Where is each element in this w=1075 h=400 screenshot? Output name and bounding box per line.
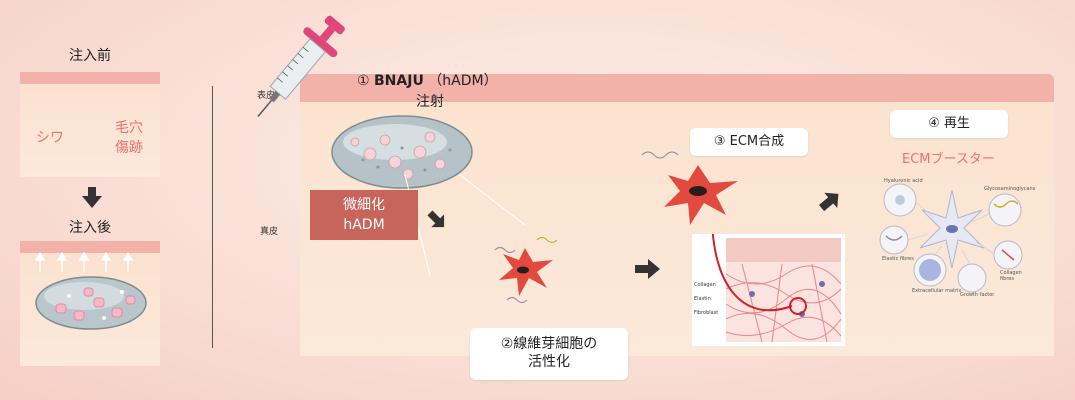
syringe-icon bbox=[255, 12, 380, 136]
fibroblast-cell-icon bbox=[485, 230, 565, 314]
micronized-hadm-box: 微細化 hADM bbox=[310, 190, 418, 240]
after-title: 注入後 bbox=[69, 220, 111, 236]
filler-blob-icon bbox=[34, 274, 149, 336]
ecm-tissue-image: Collagen Elastin Fibroblast bbox=[692, 213, 845, 346]
step1-label: ① BNAJU （hADM） bbox=[357, 70, 498, 90]
reg-label-hyaluronic: Hyaluronic acid bbox=[884, 178, 923, 184]
reg-label-elastic: Elastic fibres bbox=[882, 256, 914, 262]
ecm-label-fibroblast: Fibroblast bbox=[694, 310, 719, 316]
wrinkle-label: シワ bbox=[36, 130, 64, 146]
step2-box: ②線維芽細胞の 活性化 bbox=[470, 328, 628, 380]
step2-line1: ②線維芽細胞の bbox=[500, 336, 598, 352]
large-fibroblast-icon bbox=[640, 145, 750, 239]
pore-label: 毛穴 bbox=[115, 120, 143, 136]
step1-line2: 注射 bbox=[416, 94, 444, 110]
step1-paren: （hADM） bbox=[428, 73, 498, 89]
arrow-down-right-icon bbox=[425, 208, 449, 236]
step2-line2: 活性化 bbox=[528, 354, 570, 370]
step4-box: ④ 再生 bbox=[890, 110, 1008, 138]
arrow-up-right-icon bbox=[817, 188, 843, 218]
before-title: 注入前 bbox=[69, 48, 111, 64]
reg-label-growth: Growth factor bbox=[960, 292, 995, 298]
step1-brand: BNAJU bbox=[374, 73, 424, 89]
step1-number: ① bbox=[357, 73, 370, 89]
lift-arrows-icon bbox=[30, 251, 150, 278]
scar-label: 傷跡 bbox=[115, 140, 143, 156]
ecm-booster-label: ECMブースター bbox=[902, 152, 995, 167]
epidermis-label: 表皮 bbox=[257, 91, 276, 101]
micronized-line1: 微細化 bbox=[343, 197, 385, 213]
ecm-label-collagen: Collagen bbox=[694, 282, 716, 288]
micronized-line2: hADM bbox=[343, 217, 385, 233]
regeneration-image: Hyaluronic acid Glycosaminoglycans Elast… bbox=[872, 170, 1035, 300]
reg-label-collagen: Collagen fibres bbox=[1000, 270, 1022, 282]
ecm-label-elastin: Elastin bbox=[694, 296, 711, 302]
skin-before-panel bbox=[20, 72, 160, 177]
down-arrow-icon bbox=[82, 187, 102, 209]
reg-label-ecm: Extracellular matrix bbox=[912, 288, 962, 294]
hadm-blob-icon bbox=[330, 112, 475, 196]
arrow-right-icon bbox=[635, 259, 661, 283]
step3-box: ③ ECM合成 bbox=[690, 128, 808, 156]
dermis-label: 真皮 bbox=[260, 227, 279, 237]
section-divider bbox=[212, 86, 213, 348]
reg-label-gag: Glycosaminoglycans bbox=[984, 186, 1036, 192]
